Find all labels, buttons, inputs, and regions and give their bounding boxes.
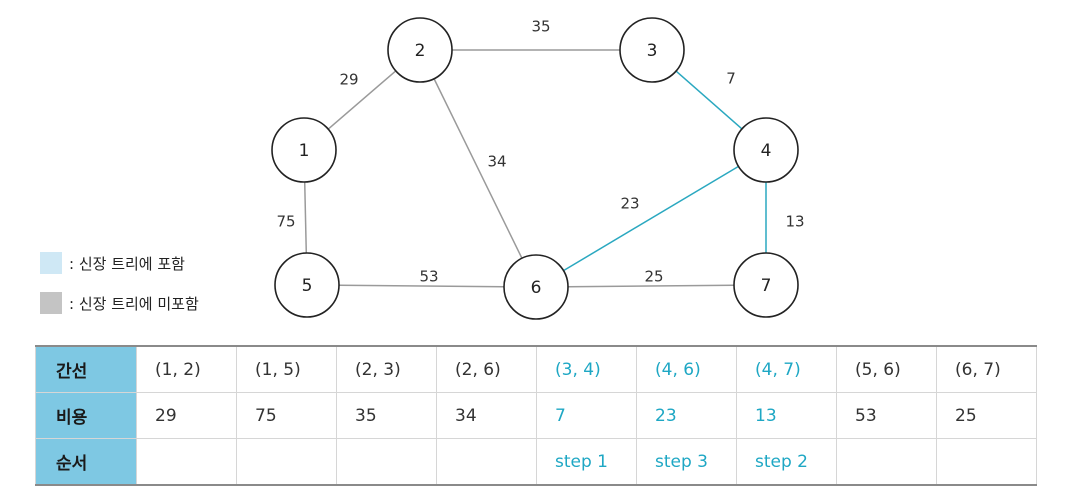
order-cell [336, 438, 437, 486]
cost-cell: 35 [336, 392, 437, 439]
cost-cell: 75 [236, 392, 337, 439]
cost-cell: 13 [736, 392, 837, 439]
node-circle [503, 254, 569, 320]
node-label: 6 [531, 278, 542, 298]
edge-weight-1-2: 29 [339, 71, 358, 89]
edge-weight-4-6: 23 [620, 195, 639, 213]
node-circle [387, 17, 453, 83]
order-cell: step 3 [636, 438, 737, 486]
graph-edges [303, 49, 767, 288]
cost-cell: 53 [836, 392, 937, 439]
edge-weight-2-3: 35 [531, 18, 550, 36]
cost-cell: 29 [136, 392, 237, 439]
edge-1-2 [327, 70, 397, 130]
edge-weight-2-6: 34 [487, 153, 506, 171]
node-1: 1 [271, 117, 337, 183]
edge-3-4 [675, 70, 743, 130]
order-cell: step 2 [736, 438, 837, 486]
node-circle [274, 252, 340, 318]
cost-cell: 34 [436, 392, 537, 439]
row-header-order: 순서 [35, 438, 137, 486]
edge-cell: (4, 7) [736, 345, 837, 393]
node-circle [733, 252, 799, 318]
node-2: 2 [387, 17, 453, 83]
edge-cell: (2, 3) [336, 345, 437, 393]
edge-cell: (1, 2) [136, 345, 237, 393]
node-5: 5 [274, 252, 340, 318]
edge-weight-3-4: 7 [726, 70, 736, 88]
edge-cell: (1, 5) [236, 345, 337, 393]
edge-5-6 [338, 284, 505, 288]
edge-weight-5-6: 53 [419, 268, 438, 286]
table-row-costs: 비용 29 75 35 34 7 23 13 53 25 [35, 392, 1037, 439]
edge-6-7 [567, 284, 735, 288]
node-6: 6 [503, 254, 569, 320]
legend-included: : 신장 트리에 포함 [40, 252, 185, 274]
node-circle [271, 117, 337, 183]
node-label: 4 [761, 141, 772, 161]
legend-included-label: : 신장 트리에 포함 [69, 254, 185, 273]
order-cell: step 1 [536, 438, 637, 486]
cost-cell: 25 [936, 392, 1037, 439]
edge-cell: (3, 4) [536, 345, 637, 393]
node-3: 3 [619, 17, 685, 83]
node-label: 1 [299, 141, 310, 161]
node-label: 2 [415, 41, 426, 61]
cost-cell: 7 [536, 392, 637, 439]
edge-weight-6-7: 25 [644, 268, 663, 286]
edge-cell: (6, 7) [936, 345, 1037, 393]
legend-excluded-label: : 신장 트리에 미포함 [69, 294, 199, 313]
node-circle [733, 117, 799, 183]
row-header-cost: 비용 [35, 392, 137, 439]
edge-2-6 [433, 78, 523, 259]
node-circle [619, 17, 685, 83]
order-cell [836, 438, 937, 486]
edge-cell: (2, 6) [436, 345, 537, 393]
cost-cell: 23 [636, 392, 737, 439]
order-cell [136, 438, 237, 486]
edge-cell: (4, 6) [636, 345, 737, 393]
node-label: 7 [761, 276, 772, 296]
node-4: 4 [733, 117, 799, 183]
edge-weight-4-7: 13 [785, 213, 804, 231]
order-cell [436, 438, 537, 486]
legend-excluded-swatch [40, 292, 62, 314]
order-cell [236, 438, 337, 486]
row-header-edge: 간선 [35, 345, 137, 393]
node-label: 3 [647, 41, 658, 61]
edge-4-6 [563, 165, 739, 272]
table-row-order: 순서 step 1 step 3 step 2 [35, 438, 1037, 486]
order-cell [936, 438, 1037, 486]
node-7: 7 [733, 252, 799, 318]
table-row-edges: 간선 (1, 2) (1, 5) (2, 3) (2, 6) (3, 4) (4… [35, 345, 1037, 393]
edge-cost-table: 간선 (1, 2) (1, 5) (2, 3) (2, 6) (3, 4) (4… [35, 345, 1037, 486]
legend-excluded: : 신장 트리에 미포함 [40, 292, 199, 314]
edge-cell: (5, 6) [836, 345, 937, 393]
legend-included-swatch [40, 252, 62, 274]
edge-weight-1-5: 75 [276, 213, 295, 231]
node-label: 5 [302, 276, 313, 296]
edge-1-5 [303, 181, 308, 254]
